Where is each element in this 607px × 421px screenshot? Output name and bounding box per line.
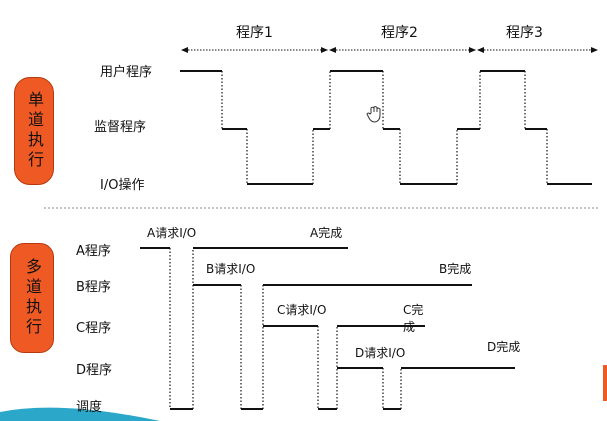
annotation-b-request-io: B请求I/O: [206, 262, 256, 276]
annotation-c-done-line1: C完: [403, 303, 424, 317]
annotation-c-done-line2: 成: [403, 320, 416, 334]
hand-cursor-icon: [366, 106, 381, 123]
annotation-a-request-io: A请求I/O: [147, 226, 197, 240]
decorative-wave: [0, 407, 160, 421]
annotation-c-request-io: C请求I/O: [277, 303, 327, 317]
single-solid-lines: [180, 70, 592, 185]
multi-solid-lines: [140, 247, 515, 410]
row-label-program-d: D程序: [76, 363, 113, 378]
program-1-label: 程序1: [236, 25, 273, 41]
row-label-scheduling: 调度: [76, 400, 103, 415]
program-3-label: 程序3: [506, 25, 543, 41]
single-dotted-transitions: [221, 71, 548, 184]
multi-execution-badge: 多道执行: [10, 243, 54, 353]
decorative-edge-tab: [603, 365, 607, 401]
annotation-a-done: A完成: [310, 226, 343, 240]
single-execution-badge: 单道执行: [14, 77, 54, 185]
row-label-supervisor-program: 监督程序: [94, 120, 147, 135]
annotation-d-done: D完成: [487, 340, 521, 354]
row-label-program-c: C程序: [76, 321, 112, 336]
multi-dotted-transitions: [169, 248, 402, 409]
annotation-d-request-io: D请求I/O: [355, 346, 406, 360]
row-label-user-program: 用户程序: [100, 65, 153, 80]
annotation-b-done: B完成: [439, 262, 472, 276]
row-label-program-b: B程序: [76, 280, 111, 295]
program-2-label: 程序2: [381, 25, 418, 41]
row-label-io-operation: I/O操作: [100, 178, 145, 193]
row-label-program-a: A程序: [76, 244, 111, 259]
